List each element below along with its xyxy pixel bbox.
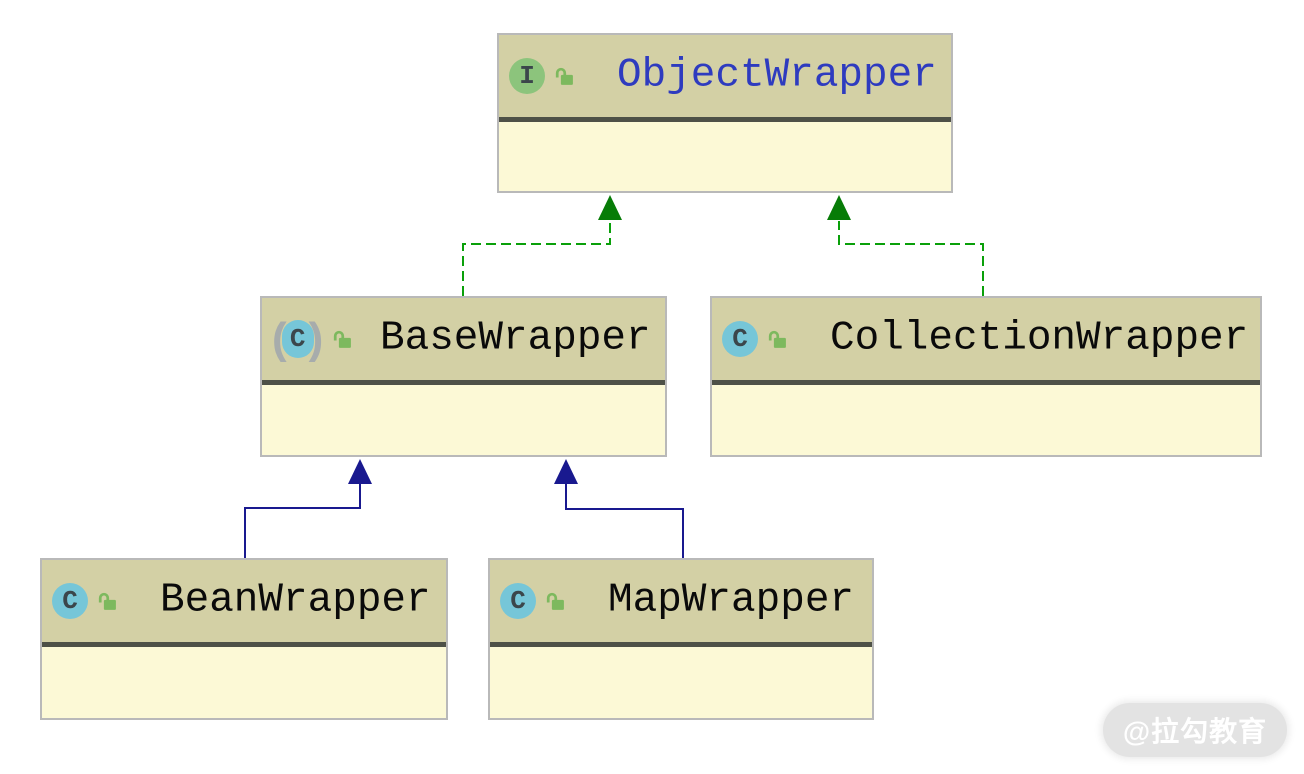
unlock-icon — [95, 590, 118, 613]
node-beanwrapper[interactable]: C BeanWrapper — [40, 558, 448, 720]
node-header: C BaseWrapper — [262, 298, 665, 380]
class-icon: C — [500, 583, 536, 619]
edge-implements-basewrapper-objectwrapper — [462, 195, 622, 296]
node-divider — [712, 380, 1260, 385]
node-body — [490, 647, 872, 718]
class-badge-letter: C — [732, 324, 748, 354]
node-badges: C — [52, 583, 118, 619]
node-label: BaseWrapper — [380, 315, 651, 362]
node-badges: C — [272, 320, 353, 358]
node-label: ObjectWrapper — [617, 52, 937, 99]
class-icon: C — [52, 583, 88, 619]
node-badges: C — [500, 583, 566, 619]
class-badge-letter: C — [62, 586, 78, 616]
unlock-icon — [330, 328, 353, 351]
node-divider — [499, 117, 951, 122]
node-label: CollectionWrapper — [830, 315, 1249, 362]
class-icon: C — [722, 321, 758, 357]
node-header: I ObjectWrapper — [499, 35, 951, 117]
unlock-icon — [552, 65, 575, 88]
node-badges: C — [722, 321, 788, 357]
node-collectionwrapper[interactable]: C CollectionWrapper — [710, 296, 1262, 457]
abstract-class-icon: C — [272, 320, 323, 358]
edge-implements-collectionwrapper-objectwrapper — [827, 195, 984, 296]
node-header: C BeanWrapper — [42, 560, 446, 642]
node-header: C CollectionWrapper — [712, 298, 1260, 380]
interface-icon: I — [509, 58, 545, 94]
node-mapwrapper[interactable]: C MapWrapper — [488, 558, 874, 720]
node-divider — [42, 642, 446, 647]
node-objectwrapper[interactable]: I ObjectWrapper — [497, 33, 953, 193]
node-badges: I — [509, 58, 575, 94]
node-label: BeanWrapper — [160, 577, 431, 624]
unlock-icon — [765, 328, 788, 351]
node-body — [499, 122, 951, 191]
edge-extends-beanwrapper-basewrapper — [244, 459, 372, 558]
unlock-icon — [543, 590, 566, 613]
node-header: C MapWrapper — [490, 560, 872, 642]
edge-extends-mapwrapper-basewrapper — [554, 459, 684, 558]
node-body — [42, 647, 446, 718]
node-body — [712, 385, 1260, 455]
node-body — [262, 385, 665, 455]
class-badge-letter: C — [289, 324, 306, 354]
node-label: MapWrapper — [608, 577, 855, 624]
node-basewrapper[interactable]: C BaseWrapper — [260, 296, 667, 457]
watermark-badge: @拉勾教育 — [1103, 703, 1287, 757]
node-divider — [490, 642, 872, 647]
class-badge-letter: C — [510, 586, 526, 616]
interface-badge-letter: I — [519, 61, 535, 91]
node-divider — [262, 380, 665, 385]
